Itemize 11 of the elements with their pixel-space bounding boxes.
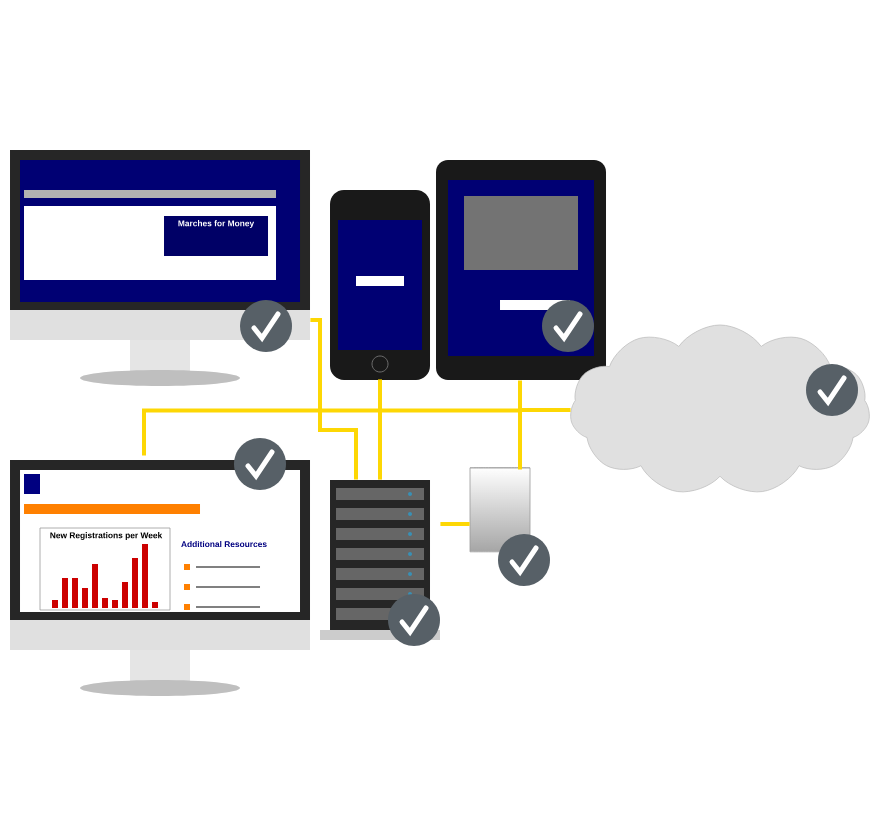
- monitor-drawing: [10, 460, 310, 696]
- connector-line: [310, 318, 358, 480]
- cloud-drawing: [570, 324, 870, 493]
- smartphone-drawing: [330, 190, 430, 380]
- connector-line: [378, 379, 382, 480]
- monitor-drawing: [10, 150, 310, 386]
- server-drawing: [320, 480, 440, 640]
- tablet-drawing: [436, 160, 606, 380]
- connector-line: [440, 522, 470, 526]
- database-icon: [469, 467, 531, 553]
- connector-line: [142, 380, 522, 456]
